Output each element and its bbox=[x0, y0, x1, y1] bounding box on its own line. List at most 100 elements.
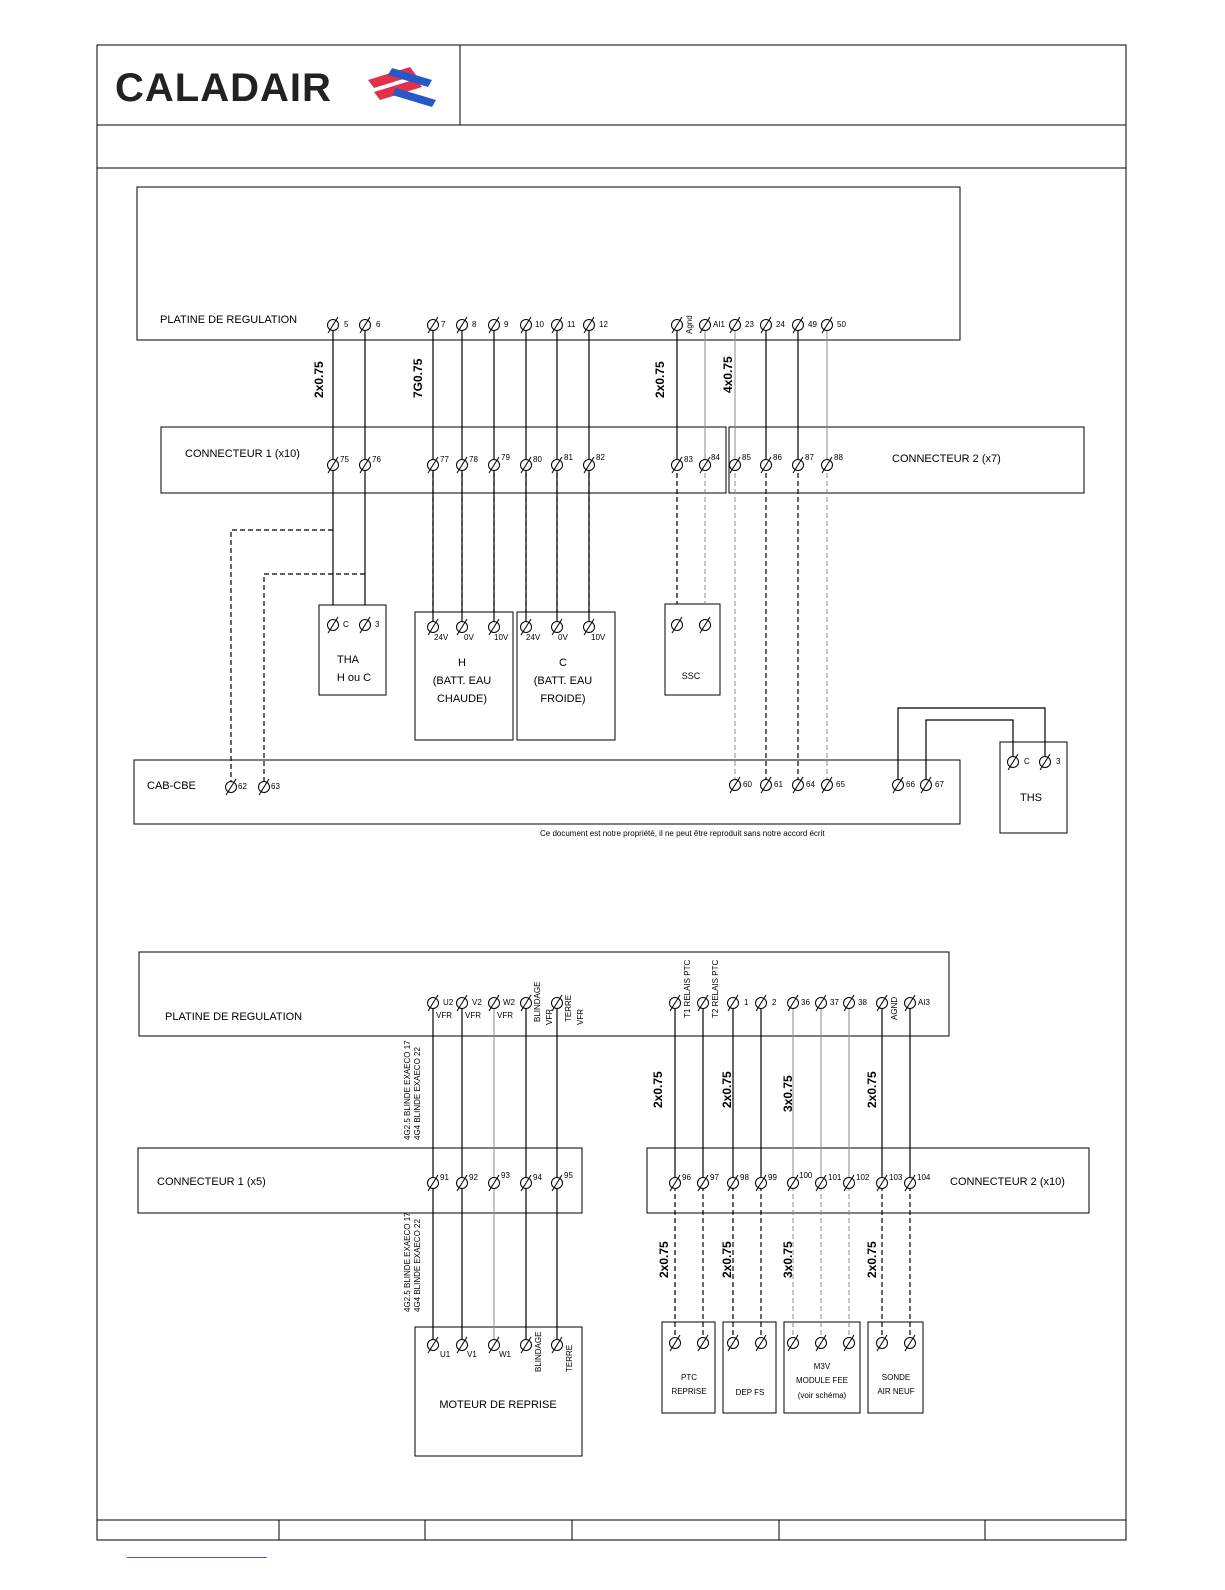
platine-label-1: PLATINE DE REGULATION bbox=[160, 314, 297, 326]
terminal-screw-icon bbox=[821, 456, 833, 474]
moteur-terminals: U1 V1 W1 BLINDAGE TERRE bbox=[427, 1332, 574, 1372]
terminal-label: 97 bbox=[710, 1173, 719, 1182]
terminal-label: 91 bbox=[440, 1173, 449, 1182]
terminal-label: 104 bbox=[917, 1173, 931, 1182]
m3v-line1: M3V bbox=[814, 1362, 831, 1371]
terminal-screw-icon bbox=[669, 1334, 681, 1352]
cab-terminals: 62 63 60 61 64 65 66 67 bbox=[225, 776, 944, 796]
terminal-label: 88 bbox=[834, 453, 843, 462]
dep-box bbox=[722, 1321, 777, 1414]
batt-h-name: H bbox=[458, 657, 466, 669]
terminal-screw-icon bbox=[456, 1174, 468, 1192]
terminal-screw-icon bbox=[551, 1336, 563, 1354]
terminal-screw-icon bbox=[671, 616, 683, 634]
terminal-label: 0V bbox=[464, 633, 474, 642]
diagram-1: PLATINE DE REGULATION 5 6 7 8 9 10 11 12… bbox=[133, 186, 1085, 838]
cable-label: 4G4 BLINDE EXAECO 22 bbox=[413, 1219, 422, 1312]
terminal-label: 94 bbox=[533, 1173, 542, 1182]
terminal-label: 64 bbox=[806, 780, 815, 789]
batt-h-terminals: 24V 0V 10V bbox=[427, 618, 509, 642]
terminal-screw-icon bbox=[520, 316, 532, 334]
terminal-label: 7 bbox=[441, 320, 446, 329]
connecteur2-box-2 bbox=[646, 1147, 1090, 1214]
terminal-screw-icon bbox=[755, 1334, 767, 1352]
terminal-label: 5 bbox=[344, 320, 349, 329]
terminal-label: 0V bbox=[558, 633, 568, 642]
terminal-label: U1 bbox=[440, 1350, 451, 1359]
terminal-screw-icon bbox=[427, 994, 439, 1012]
terminal-screw-icon bbox=[1039, 753, 1051, 771]
batt-c-line2: FROIDE) bbox=[540, 693, 585, 705]
cable-label: 4x0.75 bbox=[721, 356, 735, 393]
terminal-screw-icon bbox=[792, 776, 804, 794]
terminal-screw-icon bbox=[671, 456, 683, 474]
terminal-label: 37 bbox=[830, 998, 839, 1007]
terminal-label: AI3 bbox=[918, 998, 931, 1007]
terminal-label: 99 bbox=[768, 1173, 777, 1182]
terminal-label: 49 bbox=[808, 320, 817, 329]
terminal-screw-icon bbox=[225, 778, 237, 796]
terminal-screw-icon bbox=[671, 316, 683, 334]
connecteur2-terminals-1: 85 86 87 88 bbox=[729, 453, 843, 474]
terminal-label: V1 bbox=[467, 1350, 477, 1359]
terminal-screw-icon bbox=[697, 1334, 709, 1352]
terminal-label: 24V bbox=[526, 633, 541, 642]
terminal-label: 24 bbox=[776, 320, 785, 329]
terminal-screw-icon bbox=[456, 456, 468, 474]
m3v-line2: MODULE FEE bbox=[796, 1376, 848, 1385]
terminal-screw-icon bbox=[359, 316, 371, 334]
terminal-label: T1 RELAIS PTC bbox=[683, 960, 692, 1018]
terminal-screw-icon bbox=[876, 1174, 888, 1192]
terminal-label: 24V bbox=[434, 633, 449, 642]
terminal-screw-icon bbox=[729, 776, 741, 794]
terminal-label: 98 bbox=[740, 1173, 749, 1182]
terminal-screw-icon bbox=[727, 1334, 739, 1352]
terminal-label: C bbox=[343, 620, 349, 629]
terminal-screw-icon bbox=[520, 456, 532, 474]
terminal-label: 83 bbox=[684, 455, 693, 464]
copyright-notice: Ce document est notre propriété, il ne p… bbox=[540, 829, 825, 838]
terminal-screw-icon bbox=[520, 994, 532, 1012]
terminal-screw-icon bbox=[904, 1334, 916, 1352]
connecteur1-label-2: CONNECTEUR 1 (x5) bbox=[157, 1176, 266, 1188]
terminal-label: BLINDAGE bbox=[533, 982, 542, 1022]
terminal-label: 10V bbox=[494, 633, 509, 642]
terminal-label: 62 bbox=[238, 782, 247, 791]
cable-label: 2x0.75 bbox=[312, 361, 326, 398]
platine-box-2 bbox=[138, 951, 950, 1037]
vfr-label: VFR bbox=[545, 1009, 554, 1025]
terminal-screw-icon bbox=[760, 316, 772, 334]
terminal-screw-icon bbox=[327, 616, 339, 634]
terminal-screw-icon bbox=[551, 1174, 563, 1192]
terminal-label: 82 bbox=[596, 453, 605, 462]
ptc-box bbox=[661, 1321, 716, 1414]
ptc-line2: REPRISE bbox=[671, 1387, 706, 1396]
terminal-label: V2 bbox=[472, 998, 482, 1007]
platine-box-1 bbox=[136, 186, 961, 341]
terminal-screw-icon bbox=[427, 456, 439, 474]
terminal-screw-icon bbox=[815, 1334, 827, 1352]
terminal-screw-icon bbox=[359, 456, 371, 474]
cable-label: 3x0.75 bbox=[781, 1241, 795, 1278]
m3v-box bbox=[783, 1321, 861, 1414]
terminal-screw-icon bbox=[697, 1174, 709, 1192]
batt-c-name: C bbox=[559, 657, 567, 669]
terminal-label: TERRE bbox=[565, 1345, 574, 1372]
ssc-box bbox=[664, 603, 721, 696]
terminal-screw-icon bbox=[520, 1174, 532, 1192]
terminal-screw-icon bbox=[551, 316, 563, 334]
cable-label: 2x0.75 bbox=[651, 1071, 665, 1108]
terminal-screw-icon bbox=[699, 316, 711, 334]
batt-h-line1: (BATT. EAU bbox=[433, 675, 492, 687]
terminal-label: 66 bbox=[906, 780, 915, 789]
terminal-label: 60 bbox=[743, 780, 752, 789]
ths-box bbox=[999, 741, 1068, 834]
terminal-label: 84 bbox=[711, 453, 720, 462]
platine-label-2: PLATINE DE REGULATION bbox=[165, 1011, 302, 1023]
caladair-logo: CALADAIR bbox=[115, 66, 436, 110]
terminal-screw-icon bbox=[488, 316, 500, 334]
terminal-label: 79 bbox=[501, 453, 510, 462]
terminal-screw-icon bbox=[488, 456, 500, 474]
